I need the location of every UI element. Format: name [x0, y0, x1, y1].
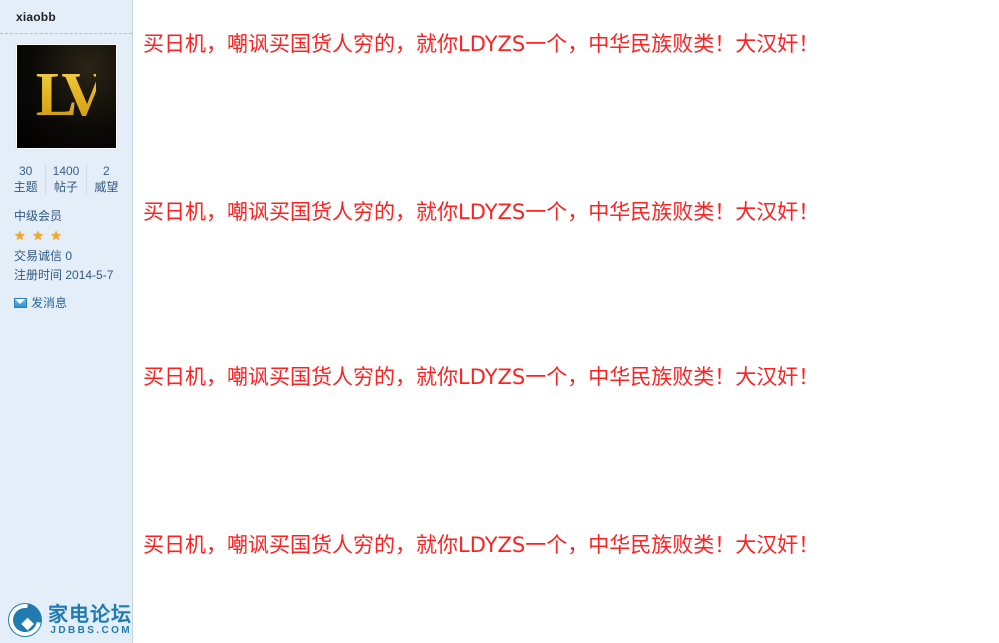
send-message-row[interactable]: 发消息 [14, 294, 132, 311]
star-icon: ★ [50, 228, 63, 243]
trade-credit-value: 0 [65, 249, 73, 263]
trade-credit-row: 交易诚信 0 [14, 247, 132, 266]
author-info-panel: xiaobb LV 30 主题 1400 帖子 2 威望 中级会员 [0, 0, 133, 643]
register-time-row: 注册时间 2014-5-7 [14, 266, 132, 285]
stat-prestige-value: 2 [102, 164, 110, 178]
stat-posts-label: 帖子 [53, 180, 78, 194]
trade-credit-label: 交易诚信 [14, 249, 63, 263]
star-icon: ★ [32, 228, 45, 243]
stat-threads-label: 主题 [13, 180, 38, 194]
lv-monogram-icon: LV [35, 60, 107, 129]
register-time-value: 2014-5-7 [65, 268, 114, 282]
author-name-bar: xiaobb [0, 0, 132, 34]
stat-threads[interactable]: 30 主题 [6, 163, 45, 195]
star-icon: ★ [14, 228, 27, 243]
send-message-link[interactable]: 发消息 [31, 296, 68, 310]
avatar[interactable]: LV [15, 44, 117, 149]
author-stats: 30 主题 1400 帖子 2 威望 [6, 163, 126, 195]
stat-prestige[interactable]: 2 威望 [85, 163, 126, 195]
stat-posts[interactable]: 1400 帖子 [45, 163, 85, 195]
post-text-line: 买日机，嘲讽买国货人穷的，就你LDYZS一个，中华民族败类！大汉奸！ [143, 365, 820, 389]
member-star-rating: ★ ★ ★ [14, 228, 132, 244]
member-rank: 中级会员 [14, 209, 63, 223]
stat-posts-value: 1400 [52, 164, 80, 178]
envelope-icon [14, 297, 27, 308]
register-time-label: 注册时间 [14, 268, 63, 282]
post-text-line: 买日机，嘲讽买国货人穷的，就你LDYZS一个，中华民族败类！大汉奸！ [143, 533, 820, 557]
author-username[interactable]: xiaobb [16, 10, 56, 24]
author-details: 中级会员 ★ ★ ★ 交易诚信 0 注册时间 2014-5-7 发消息 [0, 195, 132, 311]
post-text-line: 买日机，嘲讽买国货人穷的，就你LDYZS一个，中华民族败类！大汉奸！ [143, 200, 820, 224]
post-body: 买日机，嘲讽买国货人穷的，就你LDYZS一个，中华民族败类！大汉奸！ 买日机，嘲… [133, 0, 999, 643]
stat-threads-value: 30 [18, 164, 33, 178]
stat-prestige-label: 威望 [94, 180, 119, 194]
avatar-image: LV [16, 45, 116, 148]
post-text-line: 买日机，嘲讽买国货人穷的，就你LDYZS一个，中华民族败类！大汉奸！ [143, 32, 820, 56]
